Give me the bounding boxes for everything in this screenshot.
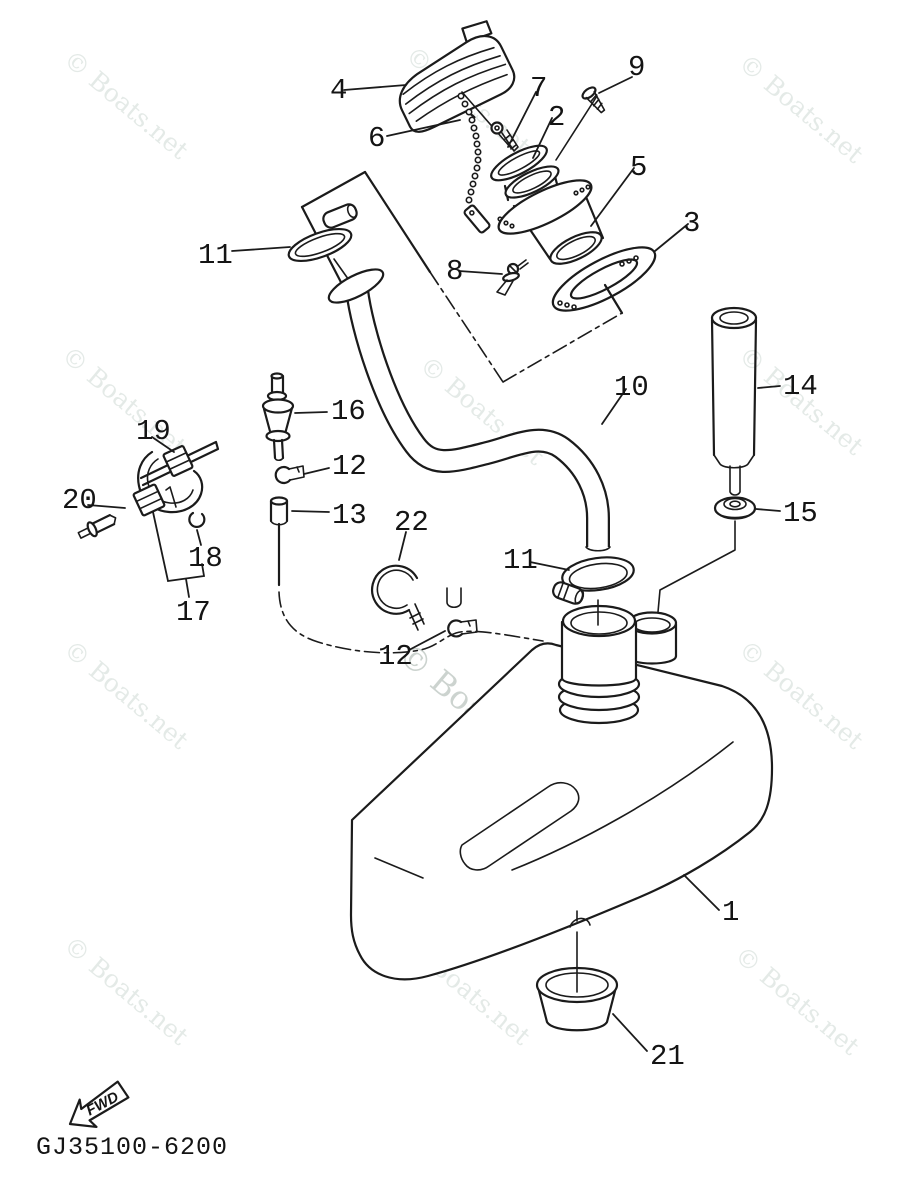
hose-clamp-part11-lower xyxy=(552,556,635,626)
callout-19: 19 xyxy=(136,415,171,448)
breather-hose-part10 xyxy=(327,268,611,552)
filler-neck-part5 xyxy=(497,165,605,265)
callout-12-lower: 12 xyxy=(378,640,413,673)
oil-tank-part1 xyxy=(349,642,774,981)
screw-part9 xyxy=(555,86,606,161)
watermark: © Boats.net xyxy=(56,340,192,461)
cap-chain-part6 xyxy=(457,91,512,234)
fuel-filter-part16 xyxy=(261,372,295,462)
callout-16: 16 xyxy=(331,395,366,428)
callout-21: 21 xyxy=(650,1040,685,1073)
callout-11-lower: 11 xyxy=(503,544,538,577)
callout-10: 10 xyxy=(614,371,649,404)
wire-clamp-part22 xyxy=(370,564,425,631)
gasket-part2 xyxy=(490,144,548,182)
callout-13: 13 xyxy=(332,499,367,532)
grommet-part15 xyxy=(657,496,757,613)
spring-clamp-part12-upper xyxy=(274,465,305,485)
callout-1: 1 xyxy=(722,896,739,929)
part-callouts: 4 6 7 9 2 5 3 8 11 16 19 12 13 20 18 17 … xyxy=(62,51,818,1073)
tank-neck-main xyxy=(557,604,641,725)
fitting-part8 xyxy=(496,259,529,296)
callout-5: 5 xyxy=(630,151,647,184)
watermark: © Boats.net xyxy=(733,48,869,169)
diagram-part-code: GJ35100-6200 xyxy=(36,1133,228,1162)
rivet-part20 xyxy=(77,514,117,539)
callout-3: 3 xyxy=(683,207,700,240)
drain-cup-part21 xyxy=(535,910,619,1032)
callout-12-upper: 12 xyxy=(332,450,367,483)
u-fitting xyxy=(446,587,462,609)
diagram-line-art xyxy=(77,20,774,1032)
bracket-assembly-part17 xyxy=(77,440,220,539)
callout-22: 22 xyxy=(394,506,429,539)
hose-clamp-part11-upper xyxy=(287,203,358,284)
callout-20: 20 xyxy=(62,484,97,517)
leader-lines xyxy=(87,76,781,1052)
callout-6: 6 xyxy=(368,122,385,155)
fwd-arrow: FWD xyxy=(68,1080,130,1129)
plate-gasket-part3 xyxy=(551,246,657,312)
watermark: © Boats.net xyxy=(729,940,865,1061)
filter-part14 xyxy=(710,306,758,496)
snap-ring-part18 xyxy=(188,511,206,529)
callout-9: 9 xyxy=(628,51,645,84)
callout-11-upper: 11 xyxy=(198,239,233,272)
callout-17: 17 xyxy=(176,596,211,629)
callout-8: 8 xyxy=(446,255,463,288)
callout-14: 14 xyxy=(783,370,818,403)
callout-2: 2 xyxy=(548,101,565,134)
watermark: © Boats.net xyxy=(58,634,194,755)
callout-15: 15 xyxy=(783,497,818,530)
callout-4: 4 xyxy=(330,74,347,107)
spring-clamp-part12-lower xyxy=(447,619,478,638)
watermark: © Boats.net xyxy=(58,930,194,1051)
watermark: © Boats.net xyxy=(58,44,194,165)
callout-7: 7 xyxy=(530,72,547,105)
callout-18: 18 xyxy=(188,542,223,575)
